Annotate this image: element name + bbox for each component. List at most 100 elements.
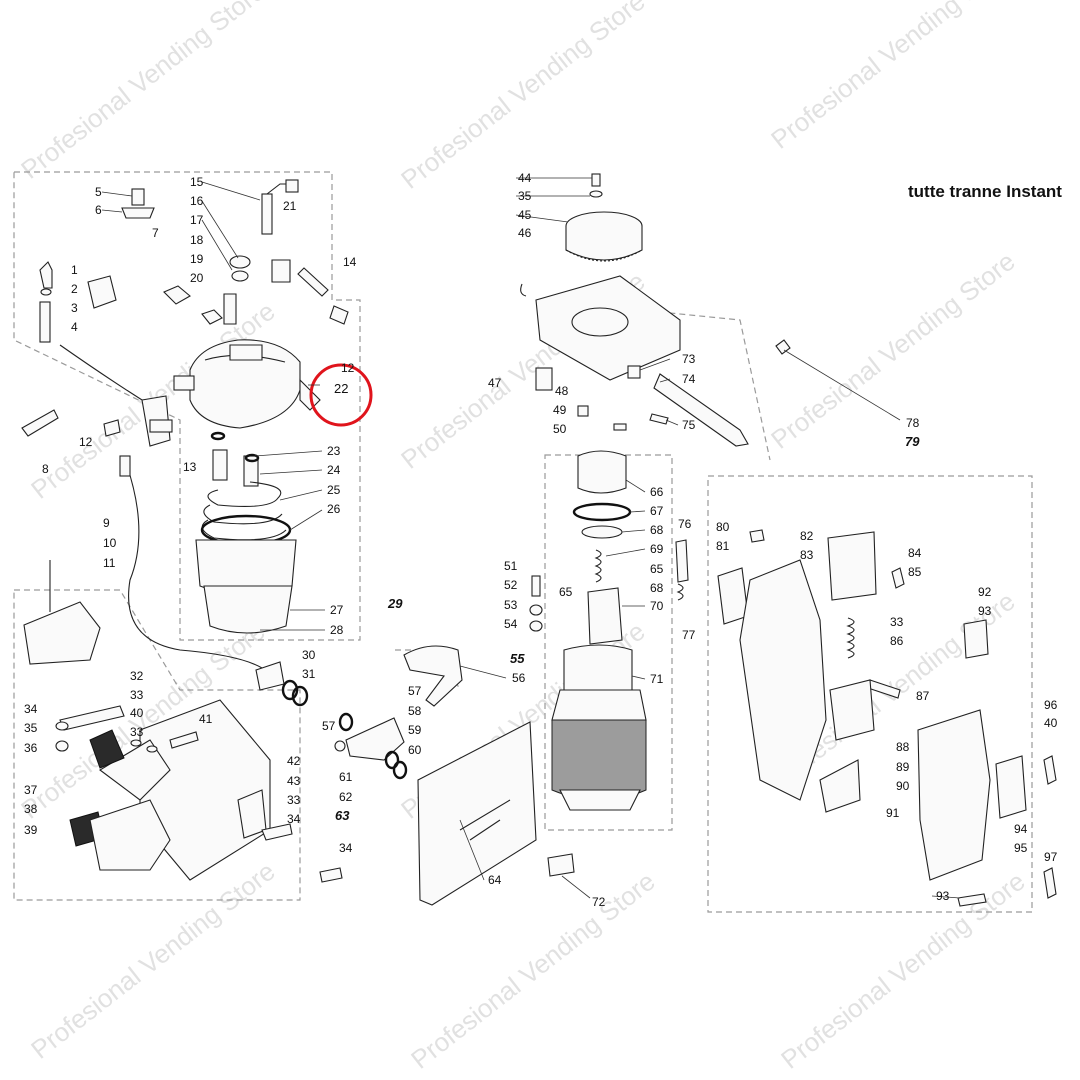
screw-part (261, 823, 293, 841)
part-number-label: 37 (24, 783, 38, 797)
screw-part (169, 731, 199, 749)
motor-base-part (559, 789, 641, 811)
washer-part (130, 739, 142, 747)
part-number-label: 70 (650, 599, 664, 613)
part-number-label: 13 (183, 460, 197, 474)
hose-part (124, 459, 263, 669)
part-number-label: 39 (24, 823, 38, 837)
part-number-label: 9 (103, 516, 110, 530)
part-number-label: 78 (906, 416, 920, 430)
mounting-plate-part (417, 721, 537, 906)
part-number-label: 1 (71, 263, 78, 277)
part-number-labels: 5671516171819202114123412812132324252691… (24, 171, 1058, 909)
part-number-label: 84 (908, 546, 922, 560)
plate-part (995, 755, 1027, 819)
bushing-part (529, 620, 543, 632)
leader-line (259, 469, 323, 475)
burr-part (587, 587, 623, 645)
oring-part (40, 288, 52, 296)
fitting-part (173, 375, 195, 391)
part-number-label: 74 (682, 372, 696, 386)
oring-part (244, 453, 260, 463)
part-number-label: 56 (512, 671, 526, 685)
part-number-label: 33 (287, 793, 301, 807)
part-number-label: 3 (71, 301, 78, 315)
part-number-label: 97 (1044, 850, 1058, 864)
diagram-title: tutte tranne Instant (908, 182, 1062, 201)
funnel-part (403, 645, 463, 707)
washer-part (231, 270, 249, 282)
elbow-part (329, 305, 349, 325)
part-number-label: 93 (936, 889, 950, 903)
part-number-label: 21 (283, 199, 297, 213)
nut-part (334, 740, 346, 752)
part-number-label: 65 (650, 562, 664, 576)
washer-part (589, 190, 603, 198)
sensor-part (261, 193, 273, 235)
brush-part (547, 853, 575, 877)
part-number-label: 95 (1014, 841, 1028, 855)
pump-body-part (99, 739, 171, 801)
boiler-cap-top (229, 344, 263, 361)
plate-detail (459, 799, 511, 841)
gasket-part (572, 502, 632, 522)
leader-line (631, 675, 646, 680)
leader-line (201, 200, 239, 259)
bushing-part (535, 367, 553, 391)
group-outline-boiler (13, 171, 361, 641)
leader-line (515, 214, 569, 223)
leader-line (289, 509, 323, 531)
washer-part (581, 525, 623, 539)
watermark-text: Profesional Vending Store (25, 856, 280, 1065)
part-number-label: 59 (408, 723, 422, 737)
leader-line (459, 665, 507, 679)
group-number-label: 79 (905, 434, 920, 449)
part-number-label: 19 (190, 252, 204, 266)
bearing-part (627, 365, 641, 379)
connector-part (285, 179, 299, 193)
part-number-label: 47 (488, 376, 502, 390)
fitting-part (103, 419, 121, 437)
motor-head-part (563, 644, 633, 691)
part-number-label: 44 (518, 171, 532, 185)
cable-part (59, 344, 151, 406)
part-number-label: 25 (327, 483, 341, 497)
highlight-circle (309, 363, 373, 427)
part-number-label: 12 (79, 435, 93, 449)
oring-part (392, 760, 408, 780)
pin-part (297, 267, 329, 297)
part-number-label: 88 (896, 740, 910, 754)
screw-part (319, 867, 343, 883)
key-part (613, 423, 627, 431)
pin-part (891, 567, 905, 589)
leader-line (625, 479, 646, 493)
nut-part (55, 740, 69, 752)
leader-line (665, 419, 679, 426)
leader-line (101, 209, 123, 213)
group-number-label: 29 (387, 596, 403, 611)
part-number-label: 54 (504, 617, 518, 631)
group-number-label: 55 (510, 651, 525, 666)
part-number-label: 18 (190, 233, 204, 247)
part-number-label: 26 (327, 502, 341, 516)
part-number-label: 38 (24, 802, 38, 816)
leader-line (629, 510, 646, 513)
grinding-cap-part (577, 450, 627, 494)
leader-line (201, 181, 261, 201)
clip-part (520, 283, 527, 297)
part-number-label: 40 (1044, 716, 1058, 730)
oring-part (291, 685, 309, 707)
part-number-label: 24 (327, 463, 341, 477)
screw-part (775, 339, 791, 355)
part-number-label: 57 (408, 684, 422, 698)
leader-line (783, 349, 901, 421)
part-number-label: 11 (103, 556, 116, 570)
washer-part (55, 721, 69, 731)
part-number-label: 41 (199, 712, 213, 726)
part-number-label: 51 (504, 559, 518, 573)
side-bracket-part (739, 559, 827, 801)
grinder-group (520, 173, 791, 877)
part-number-label: 87 (916, 689, 930, 703)
leader-line (254, 450, 323, 457)
part-number-label: 90 (896, 779, 910, 793)
